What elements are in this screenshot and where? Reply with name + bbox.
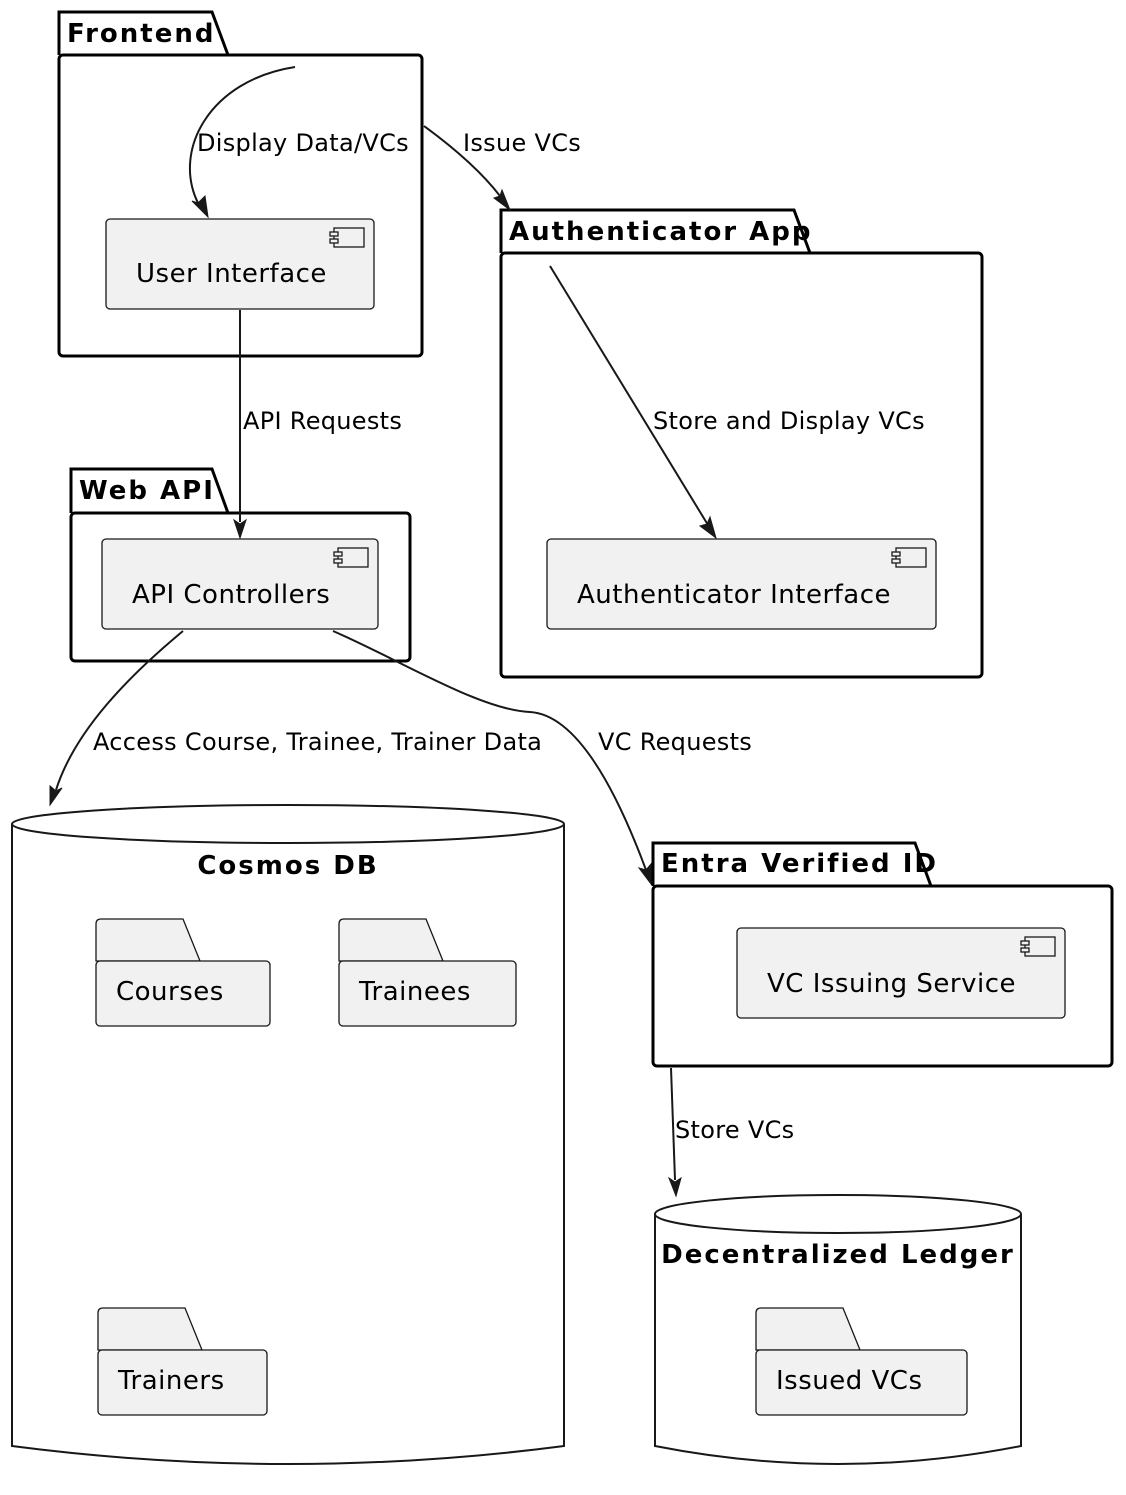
component-api-controllers[interactable]: API Controllers [101, 538, 379, 630]
package-frontend-title: Frontend [67, 19, 215, 49]
package-entra-verified-id: Entra Verified ID [651, 841, 1114, 1068]
component-user-interface[interactable]: User Interface [105, 218, 375, 310]
edge-display-data-vcs: Display Data/VCs [188, 66, 409, 219]
folder-courses-label: Courses [116, 977, 224, 1007]
component-vc-issuing-service-label: VC Issuing Service [767, 969, 1016, 999]
folder-courses[interactable]: Courses [95, 918, 271, 1027]
edge-store-display-vcs-label: Store and Display VCs [653, 407, 925, 435]
folder-trainers[interactable]: Trainers [97, 1307, 268, 1416]
component-icon [329, 227, 365, 248]
database-cosmos-db-title: Cosmos DB [197, 851, 378, 881]
edge-store-display-vcs: Store and Display VCs [549, 265, 925, 540]
database-cosmos-db: Cosmos DB [11, 804, 565, 1465]
edge-issue-vcs: Issue VCs [423, 125, 581, 212]
component-authenticator-interface[interactable]: Authenticator Interface [546, 538, 937, 630]
component-authenticator-interface-label: Authenticator Interface [577, 580, 891, 610]
folder-issued-vcs-label: Issued VCs [776, 1366, 923, 1396]
edge-vc-requests: VC Requests [332, 630, 752, 886]
edge-api-requests: API Requests [233, 310, 402, 540]
database-decentralized-ledger-title: Decentralized Ledger [661, 1240, 1015, 1270]
component-icon [333, 547, 369, 568]
folder-issued-vcs[interactable]: Issued VCs [755, 1307, 968, 1416]
component-api-controllers-label: API Controllers [132, 580, 330, 610]
edge-store-vcs-label: Store VCs [675, 1116, 794, 1144]
edge-access-data: Access Course, Trainee, Trainer Data [49, 630, 542, 807]
component-vc-issuing-service[interactable]: VC Issuing Service [736, 927, 1066, 1019]
component-icon [1020, 936, 1056, 957]
folder-trainers-label: Trainers [117, 1366, 225, 1396]
edge-store-vcs: Store VCs [667, 1067, 794, 1198]
package-web-api: Web API [69, 467, 412, 663]
edge-display-data-vcs-label: Display Data/VCs [197, 129, 409, 157]
edge-vc-requests-label: VC Requests [598, 728, 752, 756]
folder-trainees[interactable]: Trainees [338, 918, 517, 1027]
component-icon [891, 547, 927, 568]
component-user-interface-label: User Interface [136, 259, 327, 289]
edge-access-data-label: Access Course, Trainee, Trainer Data [93, 728, 542, 756]
package-frontend: Frontend [57, 10, 424, 358]
package-authenticator-app: Authenticator App [499, 208, 984, 679]
edge-issue-vcs-label: Issue VCs [463, 129, 581, 157]
package-web-api-title: Web API [79, 476, 215, 506]
edge-api-requests-label: API Requests [243, 407, 402, 435]
folder-trainees-label: Trainees [358, 977, 471, 1007]
package-entra-verified-id-title: Entra Verified ID [661, 849, 938, 879]
package-authenticator-app-title: Authenticator App [509, 217, 813, 247]
